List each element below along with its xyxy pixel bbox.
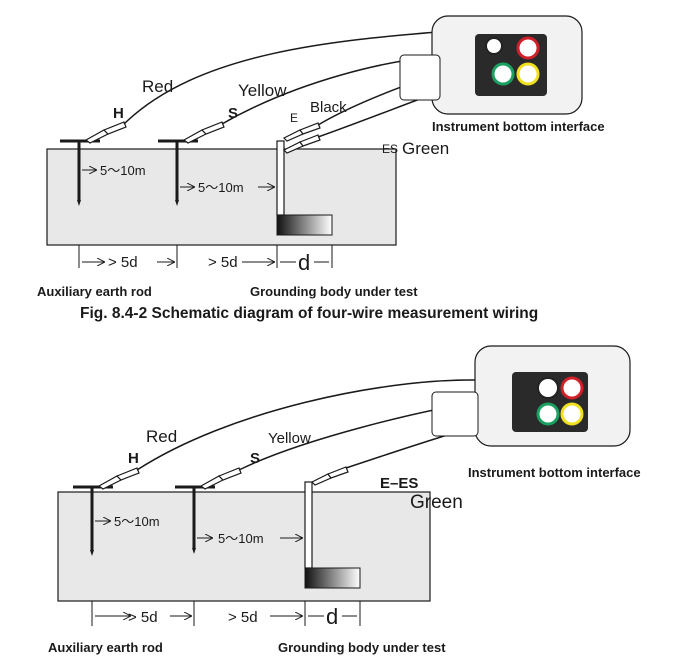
clip-s: [199, 467, 242, 490]
aux-rod-label: Auxiliary earth rod: [48, 640, 163, 655]
port-yellow: [560, 402, 584, 426]
label-s: S: [250, 450, 260, 467]
dimension-line: [78, 245, 333, 268]
dist-label-1: 5～10m: [100, 163, 146, 178]
label-yellow: Yellow: [238, 81, 287, 100]
port-green: [491, 62, 515, 86]
clip-e: [282, 122, 321, 142]
label-red: Red: [142, 77, 173, 96]
instrument-fig1: [399, 15, 583, 115]
clip-h: [97, 467, 140, 490]
grounding-body: [276, 140, 333, 236]
instrument-fig2: [431, 345, 631, 447]
dist-d: d: [298, 250, 310, 275]
label-green: Green: [402, 139, 449, 158]
aux-rod-label: Auxiliary earth rod: [37, 284, 152, 299]
port-yellow: [516, 62, 540, 86]
dimension-line: [91, 601, 361, 626]
clip-s: [182, 121, 225, 144]
dist-label-2: 5～10m: [198, 180, 244, 195]
distance-markers-inner: [95, 521, 302, 538]
dist-5d-2: > 5d: [228, 609, 258, 626]
clip-h: [84, 121, 127, 144]
figure-caption: Fig. 8.4-2 Schematic diagram of four-wir…: [80, 305, 538, 322]
label-e: E: [290, 111, 298, 125]
dist-label-2: 5～10m: [218, 531, 264, 546]
label-h: H: [113, 105, 124, 122]
label-green: Green: [410, 492, 463, 513]
ground-block: [57, 491, 431, 602]
grounding-body-label: Grounding body under test: [250, 284, 418, 299]
port-red: [560, 376, 584, 400]
label-yellow: Yellow: [268, 430, 311, 447]
dist-5d-1: > 5d: [108, 254, 138, 271]
label-e-es: E–ES: [380, 475, 418, 492]
grounding-body: [304, 481, 361, 589]
label-h: H: [128, 450, 139, 467]
port-black: [537, 377, 559, 399]
clip-es: [282, 134, 321, 154]
grounding-body-label: Grounding body under test: [278, 640, 446, 655]
instrument-label: Instrument bottom interface: [468, 465, 641, 480]
instrument-label: Instrument bottom interface: [432, 119, 605, 134]
label-s: S: [228, 105, 238, 122]
figure-three-wire: Red Yellow Green H S E–ES Instrument bot…: [48, 345, 641, 655]
dist-5d-2: > 5d: [208, 254, 238, 271]
figure-four-wire: Red Yellow Black Green H S E ES Instrume…: [37, 15, 605, 322]
port-black: [485, 37, 503, 55]
ground-block: [46, 148, 397, 246]
dist-5d-1: > 5d: [128, 609, 158, 626]
port-red: [516, 36, 540, 60]
port-green: [536, 402, 560, 426]
clip-e-es: [310, 466, 349, 486]
label-black: Black: [310, 99, 347, 116]
dist-label-1: 5～10m: [114, 514, 160, 529]
label-es: ES: [382, 142, 398, 156]
dist-d: d: [326, 604, 338, 629]
label-red: Red: [146, 427, 177, 446]
distance-markers-inner: [82, 170, 274, 187]
